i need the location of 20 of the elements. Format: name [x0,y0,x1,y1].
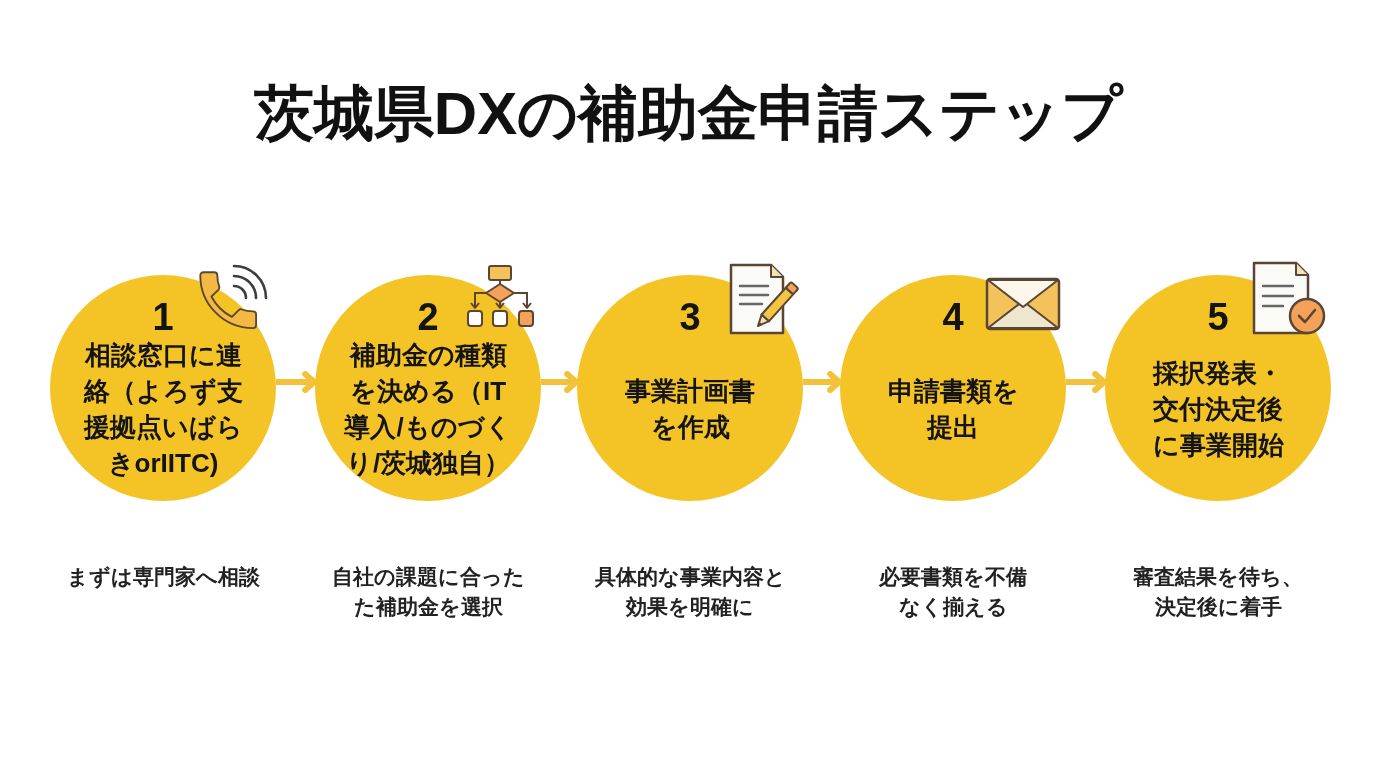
step-number: 4 [942,297,964,337]
step-number: 5 [1207,297,1229,337]
step-text: 申請書類を提出 [886,375,1020,444]
step-caption: 自社の課題に合ったた補助金を選択 [330,564,526,620]
step-text: 補助金の種類を決める（IT導入/ものづくり/茨城独自） [343,339,513,480]
step-caption: まずは専門家へ相談 [66,564,260,591]
step-caption: 具体的な事業内容と効果を明確に [593,564,787,620]
arrow [1065,371,1108,393]
step-number: 2 [417,297,439,337]
step-text: 相談窓口に連絡（よろず支援拠点いばらきorIITC) [82,339,244,480]
step-number: 1 [152,297,174,337]
title: 茨城県DXの補助金申請ステップ [253,79,1123,149]
step-caption: 審査結果を待ち、決定後に着手 [1132,564,1304,620]
step-caption: 必要書類を不備なく揃える [878,564,1028,621]
step-text: 事業計画書を作成 [624,375,756,444]
step-number: 3 [679,297,701,337]
arrow [275,371,318,393]
arrow [540,371,580,393]
arrow [802,371,843,393]
step-text: 採択発表・交付決定後に事業開始 [1151,357,1285,462]
